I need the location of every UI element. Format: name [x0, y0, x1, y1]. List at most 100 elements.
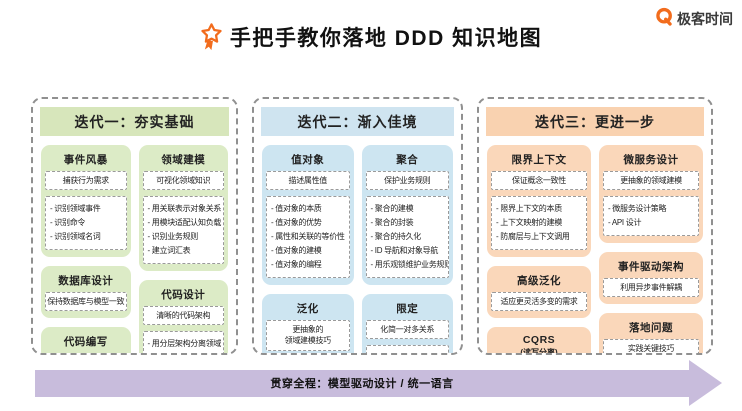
- iteration-panel-2: 迭代二：渐入佳境值对象描述属性值值对象的本质值对象的优势属性和关联的等价性值对象…: [252, 97, 463, 355]
- topic-item: 属性和关联的等价性: [271, 230, 347, 244]
- panel-body: 值对象描述属性值值对象的本质值对象的优势属性和关联的等价性值对象的建模值对象的编…: [254, 145, 461, 353]
- topic-title: 高级泛化: [517, 275, 561, 288]
- page-title-text: 手把手教你落地 DDD 知识地图: [229, 27, 543, 50]
- topic-title: 事件驱动架构: [618, 261, 684, 274]
- process-arrow-label: 贯穿全程：模型驱动设计 / 统一语言: [270, 378, 454, 390]
- topic-card: 事件驱动架构利用异步事件解耦: [599, 252, 703, 305]
- topic-item-list: 识别领域事件识别命令识别领域名词: [45, 196, 127, 251]
- topic-card: 数据库设计保持数据库与模型一致: [41, 266, 131, 319]
- topic-item: 用分层架构分离领域: [148, 337, 222, 351]
- topic-goal: 描述属性值: [266, 171, 350, 191]
- topic-card: 代码编写保持代码与模型一致编程范式权衡表意接口封装和继承: [41, 327, 131, 355]
- card-column-right: 领域建模可视化领域知识用关联表示对象关系用模块适配认知负载识别业务规则建立词汇表…: [138, 145, 228, 353]
- topic-item: 用关联表示对象关系: [148, 202, 222, 216]
- topic-title: 限界上下文: [511, 154, 567, 166]
- topic-card: 代码设计清晰的代码架构用分层架构分离领域领域服务与领域逻辑用仓库持久化对象用工厂…: [138, 280, 228, 353]
- topic-item-list: 用关联表示对象关系用模块适配认知负载识别业务规则建立词汇表: [142, 196, 224, 265]
- card-column-left: 限界上下文保证概念一致性限界上下文的本质上下文映射的建模防腐层与上下文调用高级泛…: [487, 145, 591, 355]
- topic-title: 领域建模: [161, 154, 206, 166]
- topic-goal: 保持数据库与模型一致: [45, 292, 127, 312]
- topic-item: 识别业务规则: [148, 230, 222, 244]
- knowledge-map: 迭代一：夯实基础事件风暴捕获行为需求识别领域事件识别命令识别领域名词数据库设计保…: [0, 97, 742, 355]
- topic-card: 事件风暴捕获行为需求识别领域事件识别命令识别领域名词: [41, 145, 131, 258]
- topic-item-list: 值对象的本质值对象的优势属性和关联的等价性值对象的建模值对象的编程: [266, 196, 350, 279]
- topic-card: CQRS(读写分离)解决查询问题CQRS的理念CQRS的代码架构: [487, 327, 591, 355]
- topic-goal: 捕获行为需求: [45, 171, 127, 191]
- panel-body: 事件风暴捕获行为需求识别领域事件识别命令识别领域名词数据库设计保持数据库与模型一…: [33, 145, 236, 355]
- card-column-right: 聚合保护业务规则聚合的建模聚合的封装聚合的持久化ID 导航和对象导航用乐观锁维护…: [361, 145, 453, 353]
- topic-goal: 保护业务规则: [365, 171, 449, 191]
- process-arrow: 贯穿全程：模型驱动设计 / 统一语言: [35, 360, 722, 406]
- process-arrow-head-icon: [689, 360, 722, 406]
- topic-item: 用乐观锁维护业务规则: [371, 258, 448, 272]
- topic-goal: 清晰的代码架构: [142, 306, 224, 326]
- topic-title: 数据库设计: [58, 275, 114, 288]
- topic-item: 值对象的本质: [271, 202, 347, 216]
- topic-item: 值对象的编程: [271, 258, 347, 272]
- topic-title: 限定: [396, 303, 419, 316]
- topic-item: 聚合的建模: [371, 202, 447, 216]
- topic-goal: 化简一对多关系: [365, 320, 449, 340]
- process-arrow-body: 贯穿全程：模型驱动设计 / 统一语言: [35, 369, 689, 397]
- topic-item: 上下文映射的建模: [496, 216, 584, 230]
- topic-title: 事件风暴: [63, 154, 108, 166]
- topic-title: CQRS: [522, 334, 556, 347]
- topic-item: 值对象的建模: [271, 244, 347, 258]
- topic-item: 限界上下文的本质: [496, 202, 584, 216]
- brand-logo: 极客时间: [655, 7, 733, 31]
- panel-body: 限界上下文保证概念一致性限界上下文的本质上下文映射的建模防腐层与上下文调用高级泛…: [479, 145, 711, 355]
- iteration-title-1: 迭代一：夯实基础: [40, 107, 229, 136]
- topic-item: 识别领域名词: [50, 230, 124, 244]
- topic-goal: 更抽象的 领域建模技巧: [266, 320, 350, 351]
- brand-name: 极客时间: [677, 11, 733, 27]
- topic-item: 识别命令: [50, 216, 124, 230]
- topic-item: API 设计: [608, 216, 696, 230]
- topic-item: 识别领域事件: [50, 202, 124, 216]
- topic-item: 领域服务与领域逻辑: [148, 351, 222, 353]
- star-badge-icon: [200, 23, 223, 51]
- geektime-logo-icon: [655, 7, 674, 31]
- topic-goal: 可视化领域知识: [142, 171, 224, 191]
- iteration-title-3: 迭代三：更进一步: [486, 107, 704, 136]
- topic-goal: 实践关键技巧: [603, 339, 699, 353]
- topic-title: 微服务设计: [623, 154, 679, 166]
- topic-card: 值对象描述属性值值对象的本质值对象的优势属性和关联的等价性值对象的建模值对象的编…: [262, 145, 354, 286]
- topic-title: 代码设计: [161, 289, 206, 302]
- topic-title: 落地问题: [629, 322, 673, 335]
- card-column-right: 微服务设计更抽象的领域建模微服务设计策略API 设计事件驱动架构利用异步事件解耦…: [599, 145, 703, 353]
- card-column-left: 值对象描述属性值值对象的本质值对象的优势属性和关联的等价性值对象的建模值对象的编…: [262, 145, 354, 353]
- topic-goal: 保持代码与模型一致: [45, 353, 127, 355]
- topic-item-list: 限定的建模限定的编程限定的数据库约束: [365, 345, 449, 353]
- topic-item: 微服务设计策略: [608, 202, 696, 216]
- page-title: 手把手教你落地 DDD 知识地图: [0, 0, 742, 52]
- topic-item: 限定的建模: [371, 351, 447, 353]
- topic-title: 聚合: [396, 154, 419, 166]
- topic-title: 代码编写: [63, 336, 108, 349]
- topic-title: 值对象: [291, 154, 325, 166]
- topic-item-list: 微服务设计策略API 设计: [603, 196, 699, 237]
- topic-goal: 更抽象的领域建模: [603, 171, 699, 191]
- topic-item: 防腐层与上下文调用: [496, 230, 584, 244]
- card-column-left: 事件风暴捕获行为需求识别领域事件识别命令识别领域名词数据库设计保持数据库与模型一…: [41, 145, 131, 355]
- topic-title: 泛化: [296, 303, 319, 316]
- topic-item: 值对象的优势: [271, 216, 347, 230]
- topic-card: 限定化简一对多关系限定的建模限定的编程限定的数据库约束: [361, 294, 453, 353]
- topic-card: 落地问题实践关键技巧选择试点项目改进研发流程人员角色遗留系统改造: [599, 313, 703, 353]
- topic-card: 限界上下文保证概念一致性限界上下文的本质上下文映射的建模防腐层与上下文调用: [487, 145, 591, 258]
- topic-item: 用模块适配认知负载: [148, 216, 222, 230]
- topic-item: 聚合的封装: [371, 216, 447, 230]
- topic-goal: 保证概念一致性: [491, 171, 587, 191]
- topic-card: 高级泛化适应更灵活多变的需求: [487, 266, 591, 319]
- iteration-panel-3: 迭代三：更进一步限界上下文保证概念一致性限界上下文的本质上下文映射的建模防腐层与…: [477, 97, 713, 355]
- iteration-title-2: 迭代二：渐入佳境: [261, 107, 454, 136]
- topic-item-list: 聚合的建模聚合的封装聚合的持久化ID 导航和对象导航用乐观锁维护业务规则: [365, 196, 449, 279]
- topic-goal: 利用异步事件解耦: [603, 278, 699, 298]
- topic-title-note: (读写分离): [520, 348, 558, 355]
- topic-item: ID 导航和对象导航: [371, 244, 447, 258]
- topic-card: 聚合保护业务规则聚合的建模聚合的封装聚合的持久化ID 导航和对象导航用乐观锁维护…: [361, 145, 453, 286]
- topic-card: 领域建模可视化领域知识用关联表示对象关系用模块适配认知负载识别业务规则建立词汇表: [138, 145, 228, 272]
- iteration-panel-1: 迭代一：夯实基础事件风暴捕获行为需求识别领域事件识别命令识别领域名词数据库设计保…: [31, 97, 238, 355]
- topic-item: 聚合的持久化: [371, 230, 447, 244]
- page-header: 极客时间 手把手教你落地 DDD 知识地图: [0, 0, 742, 97]
